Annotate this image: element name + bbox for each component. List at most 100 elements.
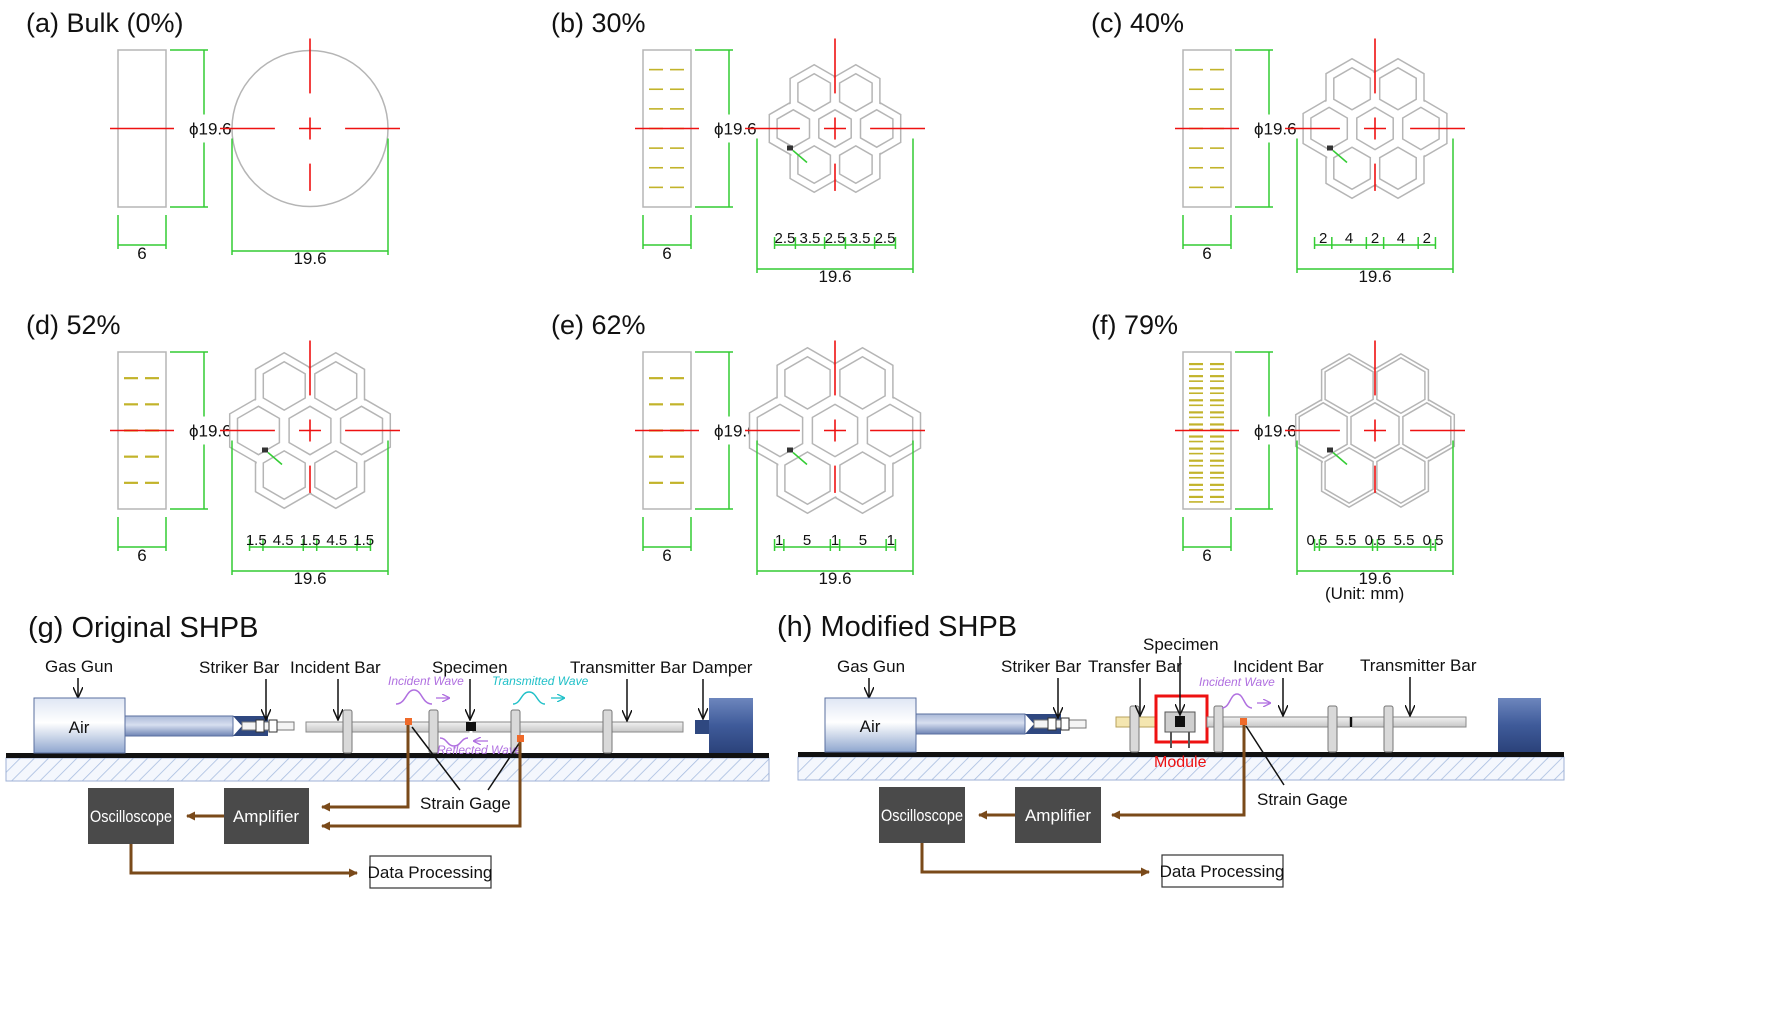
module-label: Module (1154, 754, 1207, 771)
incident-bar-support-1 (342, 709, 353, 754)
segment-dimension: 5.5 (1336, 532, 1357, 549)
transmitter-bar-label: Transmitter Bar (570, 658, 687, 677)
strain-gage (1240, 718, 1247, 725)
segment-dimension: 1 (775, 532, 783, 549)
data-processing-box (1161, 854, 1284, 888)
panel-label: (d) 52% (26, 310, 121, 340)
lattice-cell (784, 451, 831, 506)
transfer-bar-support (1129, 705, 1140, 753)
segment-dimension: 5 (803, 532, 811, 549)
diameter-dimension: 19.6 (818, 267, 851, 286)
specimen-label: Specimen (432, 658, 508, 677)
thickness-dimension: 6 (137, 546, 146, 565)
segment-dimension: 2.5 (875, 230, 896, 247)
strain-gage-transmitter (517, 735, 524, 742)
segment-dimension: 4.5 (326, 532, 347, 549)
gauge-tag (787, 145, 793, 151)
segment-dimension: 5 (859, 532, 867, 549)
data-processing-label: Data Processing (368, 863, 493, 882)
reflected-wave-label: Reflected Wave (437, 743, 522, 757)
data-processing-box (369, 855, 492, 889)
transmitted-wave-pulse (512, 691, 546, 705)
phi-dimension: ϕ19.6 (1254, 422, 1297, 441)
amplifier-box (1015, 787, 1101, 843)
segment-dimension: 0.5 (1307, 532, 1328, 549)
lattice-cell (797, 72, 832, 112)
lattice-cell (1376, 357, 1426, 415)
signal-wire-1 (321, 725, 410, 812)
data-processing-label: Data Processing (1160, 862, 1285, 881)
gauge-mark (1332, 149, 1348, 164)
amplifier-label: Amplifier (233, 807, 299, 826)
lattice-cell (314, 450, 358, 501)
panel-label: (a) Bulk (0%) (26, 8, 184, 38)
thickness-dimension: 6 (137, 244, 146, 263)
thickness-dimension: 6 (1202, 244, 1211, 263)
lattice-cell (838, 145, 873, 185)
gauge-mark (1332, 451, 1348, 466)
phi-dimension: ϕ19.6 (189, 120, 232, 139)
transfer-bar-label: Transfer Bar (1088, 657, 1182, 676)
diameter-dimension: 19.6 (293, 249, 326, 268)
gas-gun-label: Gas Gun (45, 657, 113, 676)
ground-line (6, 753, 769, 758)
gauge-tag (787, 447, 793, 453)
segment-dimension: 1.5 (353, 532, 374, 549)
reflected-wave-pulse (439, 737, 469, 747)
segment-dimension: 4 (1397, 230, 1405, 247)
segment-dimension: 2 (1319, 230, 1327, 247)
modified-shpb: (h) Modified SHPB Gas Gun Air Striker Ba… (777, 611, 1565, 888)
striker-bar (241, 721, 295, 731)
ground-line (798, 752, 1564, 757)
diameter-dimension: 19.6 (818, 569, 851, 588)
segment-dimension: 5.5 (1394, 532, 1415, 549)
specimen-label: Specimen (1143, 635, 1219, 654)
gauge-mark (267, 451, 283, 466)
oscilloscope-label: Oscilloscope (90, 807, 172, 826)
air-label: Air (69, 718, 90, 737)
diameter-dimension: 19.6 (1358, 569, 1391, 588)
segment-dimension: 1.5 (246, 532, 267, 549)
panel-label: (e) 62% (551, 310, 646, 340)
incident-bar (305, 721, 470, 733)
phi-dimension: ϕ19.6 (1254, 120, 1297, 139)
gas-gun-chamber (33, 697, 126, 754)
lattice-cell (1376, 446, 1426, 504)
module-specimen (1175, 716, 1185, 727)
scope-to-data-wire (129, 844, 358, 878)
striker-ring-1 (1047, 717, 1057, 731)
striker-bar (1033, 719, 1087, 729)
segment-dimension: 4 (1345, 230, 1353, 247)
gauge-mark (792, 451, 808, 466)
incident-bar-support-1 (1213, 705, 1224, 753)
phi-dimension: ϕ19.6 (189, 422, 232, 441)
segment-dimension: 2.5 (825, 230, 846, 247)
strain-gage-label: Strain Gage (1257, 790, 1348, 809)
segment-dimension: 2 (1423, 230, 1431, 247)
diameter-dimension: 19.6 (293, 569, 326, 588)
striker-ring-2 (268, 719, 278, 733)
strain-gage-leader (1245, 725, 1285, 786)
incident-wave-pulse (1221, 693, 1253, 709)
segment-dimension: 1.5 (300, 532, 321, 549)
incident-bar-support-2 (1327, 705, 1338, 753)
gauge-tag (1327, 145, 1333, 151)
segment-dimension: 1 (887, 532, 895, 549)
segment-dimension: 3.5 (850, 230, 871, 247)
segment-dimension: 3.5 (800, 230, 821, 247)
strain-gage-leader-1 (411, 726, 461, 791)
gauge-tag (1327, 447, 1333, 453)
strain-gage-incident (405, 718, 412, 725)
transmitter-bar-support-2 (602, 709, 613, 754)
transmitter-bar-support (1383, 705, 1394, 753)
segment-dimension: 2 (1371, 230, 1379, 247)
incident-bar-support-2 (428, 709, 439, 754)
lattice-cell (262, 360, 306, 411)
signal-wire (1111, 725, 1246, 820)
gauge-mark (792, 149, 808, 164)
segment-dimension: 2.5 (775, 230, 796, 247)
